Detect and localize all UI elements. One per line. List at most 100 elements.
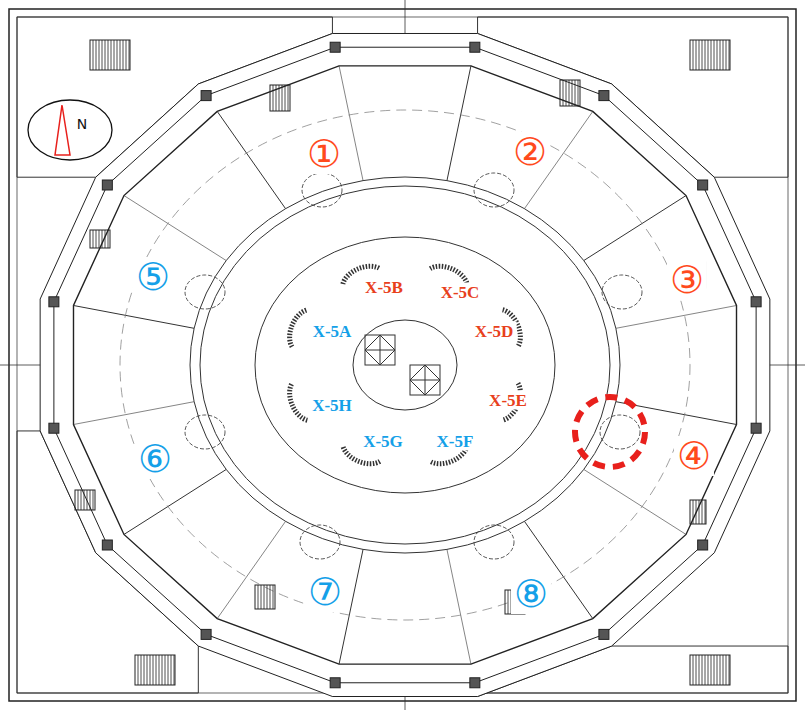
stair-tread: [578, 80, 579, 106]
pedestal-ring: [200, 186, 610, 544]
stair-tread: [696, 655, 697, 685]
stair-tread: [168, 655, 169, 685]
wall-column: [599, 91, 609, 101]
stair-tread: [705, 40, 706, 70]
vent-arc-line: [284, 307, 307, 347]
stair-tread: [702, 40, 703, 70]
partition-line: [584, 196, 686, 261]
stair-symbol: [690, 40, 730, 70]
wall-column: [49, 423, 59, 433]
penetration-circle: [302, 173, 342, 207]
stair-tread: [138, 655, 139, 685]
pedestal-ring: [255, 237, 555, 493]
stair-tread: [129, 40, 130, 70]
stair-tread: [153, 655, 154, 685]
stair-tread: [105, 40, 106, 70]
stair-box: [255, 585, 275, 609]
stair-tread: [696, 500, 697, 524]
stair-tread: [575, 80, 576, 106]
penetration-circle: [600, 415, 640, 449]
stair-box: [690, 40, 730, 70]
area-number: ⑥: [135, 439, 175, 479]
wall-column: [102, 540, 112, 550]
hatch-box: [410, 365, 440, 395]
partition-line: [447, 549, 471, 664]
stair-box: [560, 80, 580, 106]
stair-tread: [123, 40, 124, 70]
partition-line: [73, 305, 194, 328]
vent-arc: [284, 307, 307, 347]
stair-tread: [267, 585, 268, 609]
stair-box: [90, 230, 110, 248]
wall-column: [599, 629, 609, 639]
penetration-circle: [474, 525, 514, 559]
stair-tread: [126, 40, 127, 70]
stair-tread: [171, 655, 172, 685]
stair-tread: [258, 585, 259, 609]
stair-tread: [702, 655, 703, 685]
vent-label: X-5F: [434, 432, 477, 451]
pedestal-ring: [190, 177, 620, 553]
stair-tread: [720, 40, 721, 70]
stair-tread: [264, 585, 265, 609]
penetration-circle: [474, 173, 514, 207]
stair-symbol: [255, 585, 275, 609]
vent-arc-line: [284, 383, 307, 423]
stair-tread: [711, 40, 712, 70]
stair-tread: [162, 655, 163, 685]
stair-tread: [273, 85, 274, 111]
area-number: ⑦: [305, 572, 345, 612]
stair-tread: [81, 490, 82, 510]
partition-line: [124, 196, 226, 261]
stair-box: [135, 655, 175, 685]
stair-tread: [729, 655, 730, 685]
stair-tread: [276, 85, 277, 111]
area-number: ⑧: [511, 574, 551, 614]
stair-tread: [93, 490, 94, 510]
stair-tread: [714, 655, 715, 685]
stair-symbol: [270, 85, 290, 111]
stair-tread: [120, 40, 121, 70]
stair-tread: [108, 230, 109, 248]
stair-tread: [711, 655, 712, 685]
stair-tread: [111, 40, 112, 70]
stair-tread: [99, 40, 100, 70]
stair-tread: [723, 655, 724, 685]
partition-line: [584, 469, 686, 534]
area-number: ⑤: [133, 257, 173, 297]
stair-tread: [270, 585, 271, 609]
pedestal-ring: [353, 320, 457, 410]
penetration-circle: [185, 275, 225, 309]
stair-tread: [114, 40, 115, 70]
stair-tread: [696, 40, 697, 70]
wall-column: [201, 629, 211, 639]
stair-tread: [705, 500, 706, 524]
stair-tread: [708, 655, 709, 685]
vent-label: X-5B: [362, 278, 406, 297]
stair-tread: [93, 40, 94, 70]
stair-tread: [159, 655, 160, 685]
stair-tread: [78, 490, 79, 510]
vent-arc: [284, 383, 307, 423]
wall-column: [751, 423, 761, 433]
stair-tread: [174, 655, 175, 685]
stair-tread: [699, 655, 700, 685]
wall-column: [698, 180, 708, 190]
stair-tread: [141, 655, 142, 685]
compass-letter: N: [74, 116, 90, 132]
stair-tread: [156, 655, 157, 685]
stair-tread: [279, 85, 280, 111]
stair-tread: [87, 490, 88, 510]
vent-label: X-5G: [360, 432, 406, 451]
wall-column: [330, 678, 340, 688]
hatch-cross: [410, 365, 440, 395]
area-number: ①: [304, 134, 344, 174]
vent-arc: [430, 261, 470, 284]
stair-tread: [705, 655, 706, 685]
stair-symbol: [135, 655, 175, 685]
stair-tread: [117, 40, 118, 70]
stair-tread: [723, 40, 724, 70]
stair-tread: [285, 85, 286, 111]
vent-label: X-5E: [486, 391, 530, 410]
